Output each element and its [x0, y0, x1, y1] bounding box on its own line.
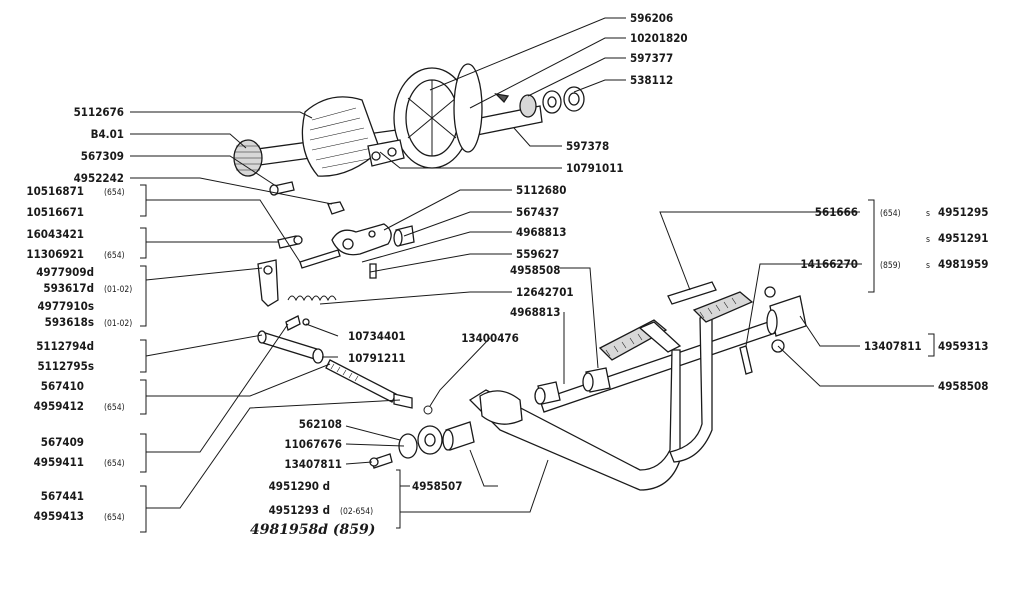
label-4959413: 4959413 [34, 509, 84, 523]
label-10734401: 10734401 [348, 329, 406, 343]
label-4951290d: 4951290 d [269, 479, 330, 493]
label-4959313: 4959313 [938, 339, 988, 353]
label-16043421: 16043421 [26, 227, 84, 241]
label-10791011: 10791011 [566, 161, 624, 175]
note-654-a: (654) [104, 188, 125, 198]
label-10516671: 10516671 [26, 205, 84, 219]
pedal-assembly [369, 281, 807, 491]
label-593618s: 593618s [45, 315, 94, 329]
label-b401: B4.01 [91, 127, 124, 141]
brake-drum-assembly [233, 63, 585, 196]
label-4977909d: 4977909d [36, 265, 94, 279]
label-4958507: 4958507 [412, 479, 462, 493]
label-13407811-left: 13407811 [284, 457, 342, 471]
label-13400476: 13400476 [461, 331, 519, 345]
note-654-b: (654) [104, 251, 125, 261]
label-4958508-right: 4958508 [938, 379, 988, 393]
label-5112794d: 5112794d [36, 339, 94, 353]
label-5112680: 5112680 [516, 183, 566, 197]
label-4951293d: 4951293 d [269, 503, 330, 517]
label-11067676: 11067676 [284, 437, 342, 451]
note-s2: s [926, 235, 930, 245]
note-02654: (02-654) [340, 507, 373, 517]
label-4958508-top: 4958508 [510, 263, 560, 277]
note-0102-b: (01-02) [104, 319, 132, 329]
label-4959412: 4959412 [34, 399, 84, 413]
label-10791211: 10791211 [348, 351, 406, 365]
note-654-d: (654) [104, 459, 125, 469]
label-567441: 567441 [41, 489, 84, 503]
label-559627: 559627 [516, 247, 559, 261]
note-654-f: (654) [880, 209, 901, 219]
leader-lines [130, 17, 935, 533]
label-4977910s: 4977910s [37, 299, 94, 313]
note-s3: s [926, 261, 930, 271]
note-654-e: (654) [104, 513, 125, 523]
label-5112795s: 5112795s [37, 359, 94, 373]
label-4968813-top: 4968813 [516, 225, 566, 239]
note-654-c: (654) [104, 403, 125, 413]
label-567437: 567437 [516, 205, 559, 219]
label-13407811-right: 13407811 [864, 339, 922, 353]
label-4959411: 4959411 [34, 455, 84, 469]
label-12642701: 12642701 [516, 285, 574, 299]
label-596206: 596206 [630, 11, 673, 25]
label-4981958d-handwritten: 4981958d (859) [250, 522, 375, 538]
label-562108: 562108 [299, 417, 342, 431]
label-567309: 567309 [81, 149, 124, 163]
label-4951295: 4951295 [938, 205, 988, 219]
note-0102-a: (01-02) [104, 285, 132, 295]
label-10516871: 10516871 [26, 184, 84, 198]
linkage-parts [257, 201, 433, 415]
label-597377: 597377 [630, 51, 673, 65]
label-14166270: 14166270 [800, 257, 858, 271]
label-597378: 597378 [566, 139, 609, 153]
label-4981959: 4981959 [938, 257, 988, 271]
note-859: (859) [880, 261, 901, 271]
label-5112676: 5112676 [74, 105, 124, 119]
label-567409: 567409 [41, 435, 84, 449]
label-11306921: 11306921 [26, 247, 84, 261]
part-labels: 596206 10201820 597377 538112 5112676 B4… [26, 11, 988, 538]
label-10201820: 10201820 [630, 31, 688, 45]
label-538112: 538112 [630, 73, 673, 87]
label-593617d: 593617d [43, 281, 94, 295]
label-561666: 561666 [815, 205, 858, 219]
label-4951291: 4951291 [938, 231, 988, 245]
note-s1: s [926, 209, 930, 219]
label-4968813-mid: 4968813 [510, 305, 560, 319]
label-4952242: 4952242 [74, 171, 124, 185]
label-567410: 567410 [41, 379, 84, 393]
